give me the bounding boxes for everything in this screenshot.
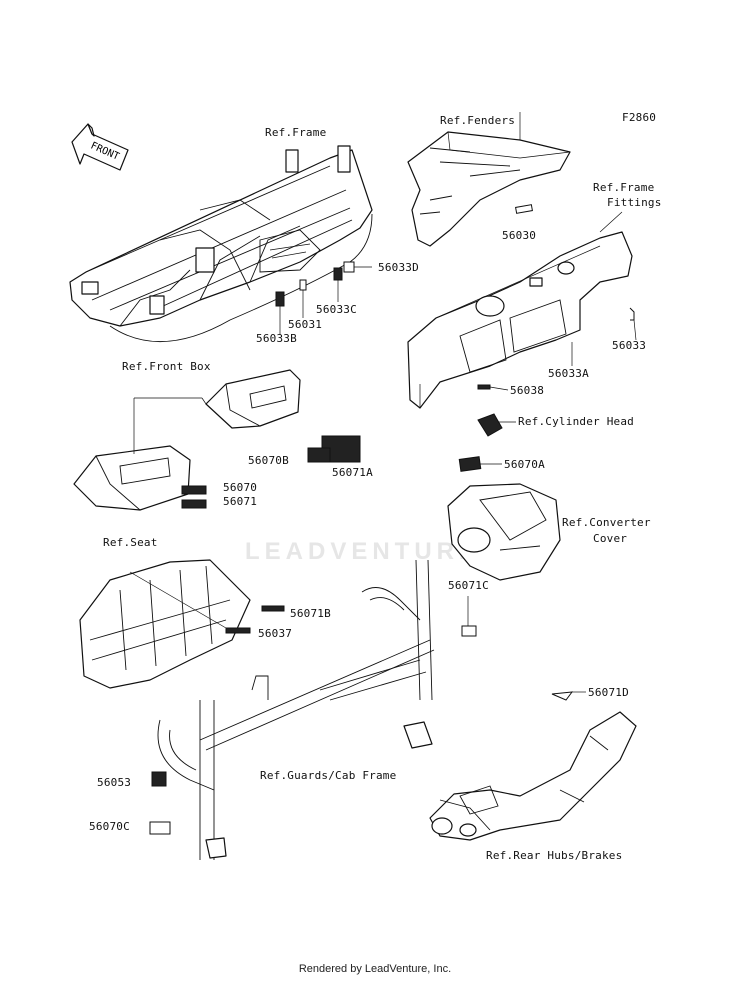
converter-cover-assembly — [447, 483, 561, 581]
decal-56038 — [477, 384, 491, 390]
part-number-56053: 56053 — [97, 776, 132, 789]
callout-ref-frame-fittings-line1: Ref.Frame — [593, 181, 655, 194]
rear-hubs-assembly — [429, 711, 637, 841]
callout-ref-guards-cab-frame: Ref.Guards/Cab Frame — [260, 769, 397, 782]
part-number-56071A: 56071A — [332, 466, 373, 479]
cylinder-head-icon — [477, 413, 516, 437]
part-number-56070C: 56070C — [89, 820, 130, 833]
decal-56071D — [551, 691, 574, 701]
part-number-56071: 56071 — [223, 495, 258, 508]
part-number-56030: 56030 — [502, 229, 537, 242]
part-number-56033A: 56033A — [548, 367, 589, 380]
decal-56070B — [307, 447, 331, 463]
part-number-56038: 56038 — [510, 384, 545, 397]
decal-56053 — [151, 771, 167, 787]
cab-frame-assembly — [157, 559, 435, 860]
decal-56071 — [181, 499, 207, 509]
callout-ref-fenders: Ref.Fenders — [440, 114, 516, 127]
seat-assembly — [79, 559, 251, 689]
decal-56030 — [515, 204, 533, 214]
decal-56070C — [149, 821, 171, 835]
decal-56071C — [461, 625, 477, 637]
callout-ref-converter-line1: Ref.Converter — [562, 516, 651, 529]
callout-ref-frame-fittings-line2: Fittings — [607, 196, 662, 209]
callout-ref-frame: Ref.Frame — [265, 126, 327, 139]
decal-56033 — [629, 307, 635, 321]
part-number-56037: 56037 — [258, 627, 293, 640]
callout-ref-rear-hubs-brakes: Ref.Rear Hubs/Brakes — [486, 849, 623, 862]
front-arrow-icon: FRONT — [71, 123, 129, 171]
decal-56070A — [458, 456, 482, 472]
part-number-56070B: 56070B — [248, 454, 289, 467]
callout-ref-seat: Ref.Seat — [103, 536, 158, 549]
part-number-56033C: 56033C — [316, 303, 357, 316]
part-number-56071C: 56071C — [448, 579, 489, 592]
part-number-56070: 56070 — [223, 481, 258, 494]
decal-56033C — [333, 267, 343, 281]
frame-assembly — [69, 145, 373, 342]
part-number-56033D: 56033D — [378, 261, 419, 274]
part-number-56071D: 56071D — [588, 686, 629, 699]
decal-56070 — [181, 485, 207, 495]
front-box-assembly — [73, 369, 301, 511]
part-number-56033B: 56033B — [256, 332, 297, 345]
part-number-56071B: 56071B — [290, 607, 331, 620]
part-number-56031: 56031 — [288, 318, 323, 331]
decal-56071B — [261, 605, 285, 612]
decal-56033B — [275, 291, 285, 307]
figure-code: F2860 — [622, 111, 657, 124]
fender-assembly — [407, 131, 571, 247]
frame-fittings-assembly — [407, 231, 633, 409]
decal-56031 — [299, 279, 307, 291]
part-number-56070A: 56070A — [504, 458, 545, 471]
callout-ref-front-box: Ref.Front Box — [122, 360, 211, 373]
callout-ref-cylinder-head: Ref.Cylinder Head — [518, 415, 634, 428]
decal-56037 — [225, 627, 251, 634]
part-number-56033: 56033 — [612, 339, 647, 352]
callout-ref-converter-line2: Cover — [593, 532, 628, 545]
decal-56033D — [343, 261, 355, 273]
footer-credit: Rendered by LeadVenture, Inc. — [298, 963, 452, 975]
watermark-text: LEADVENTURE — [245, 538, 481, 565]
